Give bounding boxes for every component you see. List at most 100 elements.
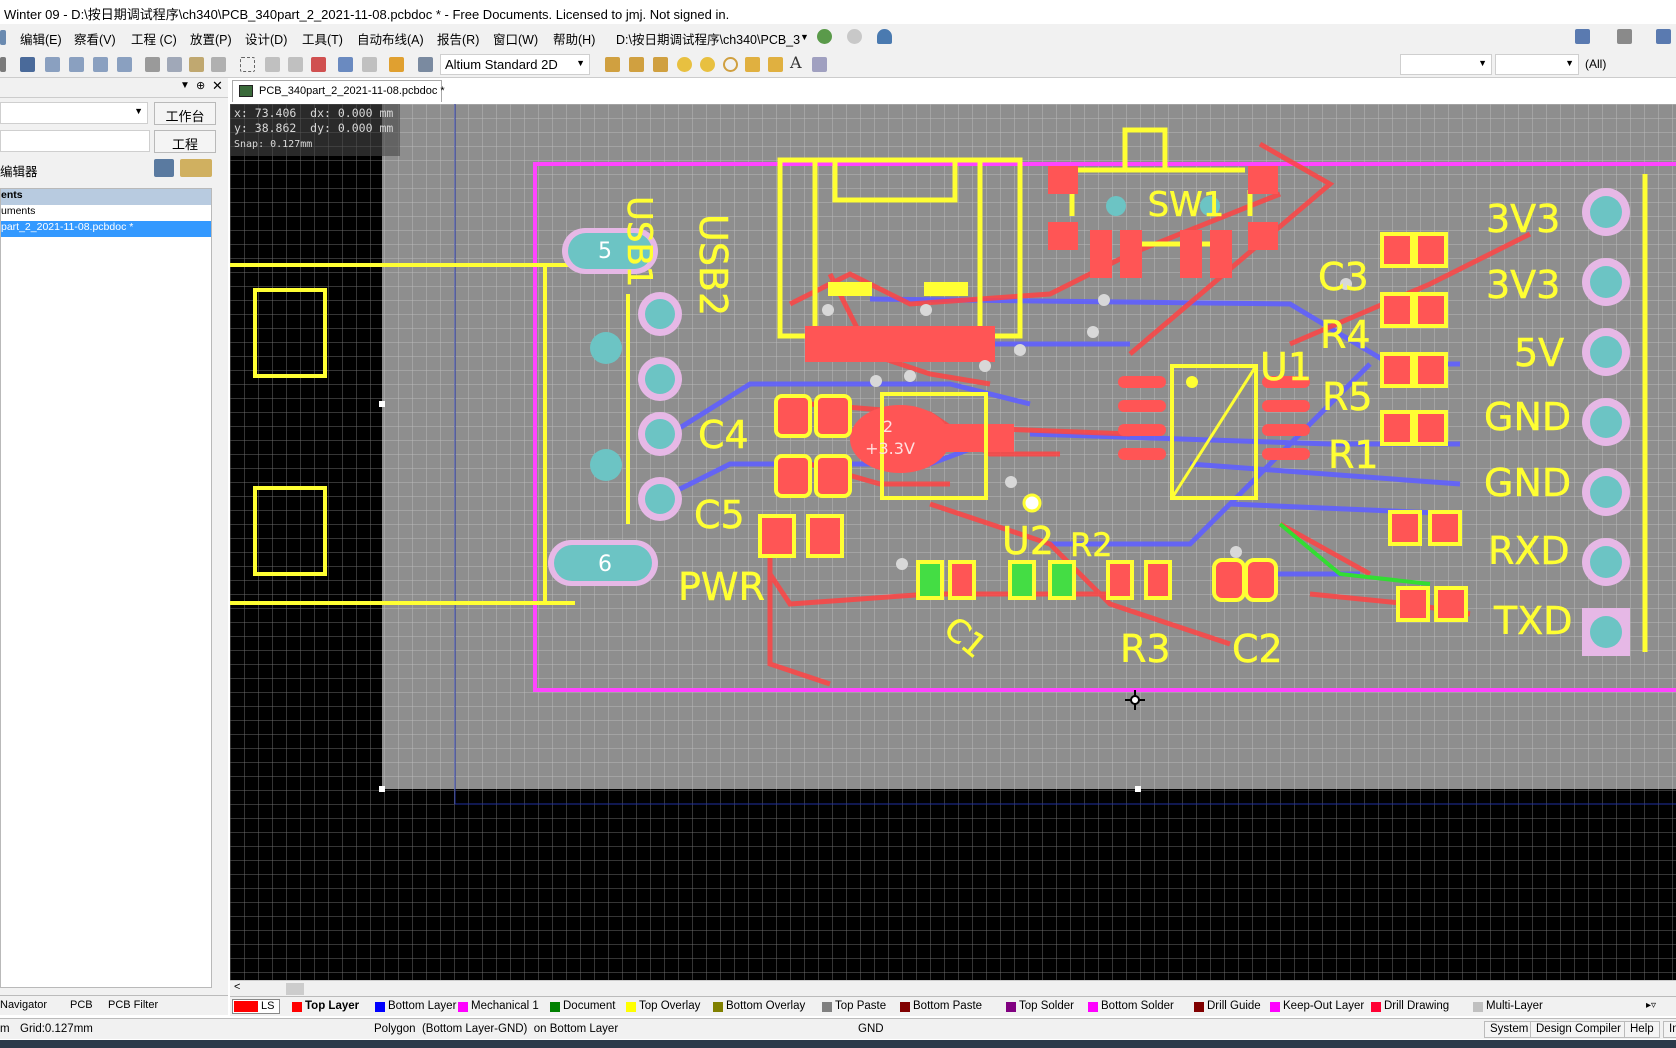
app-icon[interactable] [0,30,6,45]
undo-icon[interactable] [338,57,353,72]
zoom-filtered-icon[interactable] [117,57,132,72]
menu-edit[interactable]: 编辑(E) [20,33,62,47]
pad-icon[interactable] [677,57,692,72]
design-compiler-button[interactable]: Design Compiler [1530,1021,1628,1038]
silk-usb1: USB1 [619,196,659,287]
pcb-canvas[interactable]: 5 6 [230,104,1676,980]
filter-all-label[interactable]: (All) [1585,57,1607,71]
tree-documents-item[interactable]: uments [1,205,36,217]
right-tool-3-icon[interactable] [1656,29,1671,44]
layer-tab-top-solder[interactable]: Top Solder [1006,1000,1074,1012]
via-icon[interactable] [700,57,715,72]
tree-group-header[interactable]: ents [1,189,211,205]
layer-tab-mechanical-1[interactable]: Mechanical 1 [458,1000,539,1012]
panel-pin-icon[interactable]: ⊕ [196,80,206,92]
layer-tab-keep-out-layer[interactable]: Keep-Out Layer [1270,1000,1364,1012]
zoom-selected-icon[interactable] [93,57,108,72]
menu-autoroute[interactable]: 自动布线(A) [357,33,424,47]
diff-pair-icon[interactable] [629,57,644,72]
tab-pcb[interactable]: PCB [70,999,93,1011]
instructions-button[interactable]: Instr [1663,1021,1676,1038]
right-tool-1-icon[interactable] [1575,29,1590,44]
layer-tab-drill-guide[interactable]: Drill Guide [1194,1000,1261,1012]
tab-pcb-filter[interactable]: PCB Filter [108,999,159,1011]
zoom-area-icon[interactable] [69,57,84,72]
sel-handle-1[interactable] [379,401,385,407]
layer-tab-bottom-solder[interactable]: Bottom Solder [1088,1000,1174,1012]
layers-icon[interactable] [20,57,35,72]
menu-bar: 编辑(E) 察看(V) 工程 (C) 放置(P) 设计(D) 工具(T) 自动布… [0,24,1676,51]
zoom-fit-icon[interactable] [45,57,60,72]
menu-window[interactable]: 窗口(W) [493,33,539,47]
crosshair-icon[interactable] [389,57,404,72]
help-button[interactable]: Help [1624,1021,1660,1038]
tab-navigator[interactable]: Navigator [0,999,48,1011]
layer-tab-multi-layer[interactable]: Multi-Layer [1473,1000,1543,1012]
deselect-icon[interactable] [288,57,303,72]
menu-place[interactable]: 放置(P) [190,33,232,47]
layer-tab-top-layer[interactable]: Top Layer [292,1000,359,1012]
path-arrow-icon[interactable]: ▼ [800,32,809,42]
menu-tools[interactable]: 工具(T) [302,33,343,47]
path-combo[interactable]: D:\按日期调试程序\ch340\PCB_3 [616,33,801,47]
multi-route-icon[interactable] [653,57,668,72]
layer-tab-bottom-layer[interactable]: Bottom Layer [375,1000,456,1012]
menu-help[interactable]: 帮助(H) [553,33,596,47]
layer-tab-bottom-overlay[interactable]: Bottom Overlay [713,1000,805,1012]
panel-close-icon[interactable]: ✕ [212,78,223,93]
clear-filter-icon[interactable] [311,57,326,72]
workspace-select[interactable]: ▼ [0,102,148,124]
inspect-icon[interactable] [418,57,433,72]
right-tool-2-icon[interactable] [1617,29,1632,44]
silk-r4: R4 [1320,313,1371,357]
menu-project[interactable]: 工程 (C) [131,33,177,47]
menu-view[interactable]: 察看(V) [74,33,116,47]
document-tab[interactable]: PCB_340part_2_2021-11-08.pcbdoc * [232,80,445,102]
polygon-icon[interactable] [768,57,783,72]
arc-icon[interactable] [723,57,738,72]
sel-handle-2[interactable] [379,786,385,792]
system-button[interactable]: System [1484,1021,1535,1038]
redo-icon[interactable] [362,57,377,72]
scroll-thumb[interactable] [286,983,304,995]
layer-tab-drill-drawing[interactable]: Drill Drawing [1371,1000,1449,1012]
back-icon[interactable] [817,29,832,44]
horizontal-scrollbar[interactable]: < [230,980,1676,996]
sel-handle-3[interactable] [1135,786,1141,792]
layer-tab-top-overlay[interactable]: Top Overlay [626,1000,700,1012]
layer-tab-document[interactable]: Document [550,1000,615,1012]
home-icon[interactable] [877,29,892,44]
project-field[interactable] [0,130,150,152]
panel-view-icon[interactable] [154,159,174,177]
layer-set-button[interactable]: LS [232,999,280,1014]
project-button[interactable]: 工程 [154,130,216,153]
forward-icon[interactable] [847,29,862,44]
tree-pcbdoc-item[interactable]: part_2_2021-11-08.pcbdoc * [1,221,211,237]
menu-design[interactable]: 设计(D) [245,33,288,47]
open-icon[interactable] [0,57,6,72]
filter-select-1[interactable]: ▼ [1400,54,1492,75]
main-toolbar: Altium Standard 2D ▼ A ▼ ▼ (All) [0,51,1676,78]
rubber-stamp-icon[interactable] [211,57,226,72]
cut-icon[interactable] [145,57,160,72]
view-mode-select[interactable]: Altium Standard 2D ▼ [440,54,590,75]
paste-icon[interactable] [189,57,204,72]
layer-tab-top-paste[interactable]: Top Paste [822,1000,886,1012]
panel-menu-icon[interactable]: ▼ [180,80,190,91]
fill-icon[interactable] [745,57,760,72]
route-icon[interactable] [605,57,620,72]
component-icon[interactable] [812,57,827,72]
move-icon[interactable] [265,57,280,72]
scroll-left-icon[interactable]: < [234,981,241,993]
copy-icon[interactable] [167,57,182,72]
filter-select-2[interactable]: ▼ [1495,54,1579,75]
layer-tab-bottom-paste[interactable]: Bottom Paste [900,1000,982,1012]
layer-scroll-icon[interactable]: ▸▿ [1646,1000,1657,1011]
panel-open-icon[interactable] [180,159,212,177]
workspace-button[interactable]: 工作台 [154,102,216,125]
pcb-drawing[interactable]: 5 6 [230,104,1676,980]
u1-pin1-dot [1186,376,1198,388]
select-area-icon[interactable] [240,57,255,72]
text-icon[interactable]: A [790,53,802,72]
menu-reports[interactable]: 报告(R) [437,33,480,47]
